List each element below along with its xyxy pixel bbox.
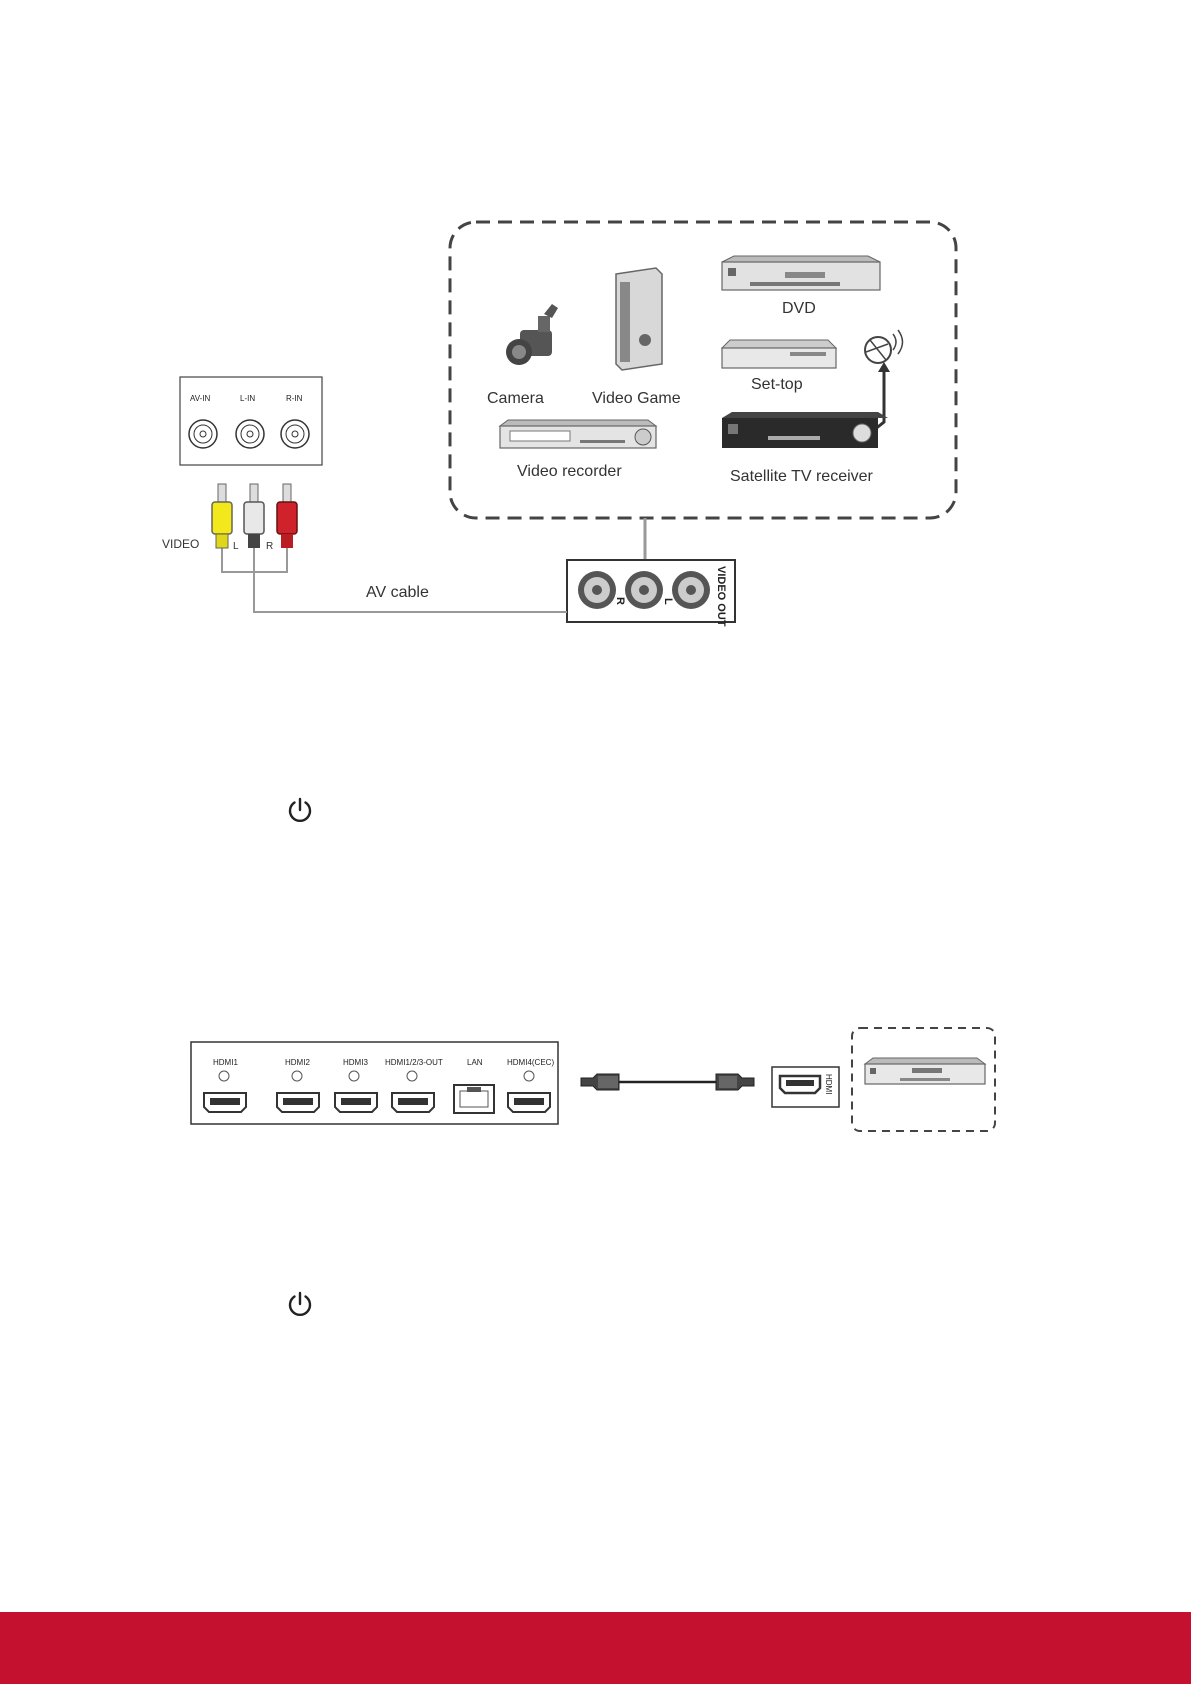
source-hdmi-label: HDMI [824, 1074, 833, 1094]
video-plug [212, 484, 232, 548]
l-in-jack [236, 420, 264, 448]
hdmi4-led [524, 1071, 534, 1081]
footer-bar-fill [0, 1612, 1191, 1684]
video-out-title: VIDEO OUT [715, 566, 727, 627]
video-out-r-label: R [614, 597, 626, 605]
dvd-label: DVD [782, 300, 816, 317]
video-recorder-icon [500, 420, 656, 448]
lan-port [454, 1085, 494, 1113]
source-hdmi-port: HDMI [772, 1067, 839, 1107]
hdmi-connection-diagram: HDMI1 HDMI2 HDMI3 HDMI1/2/3-OUT LAN HDMI… [191, 1028, 995, 1131]
hdmi-out-label: HDMI1/2/3-OUT [385, 1058, 443, 1067]
settop-box-icon [865, 1058, 985, 1084]
satellite-label: Satellite TV receiver [730, 468, 874, 485]
video-out-panel: R L VIDEO OUT [567, 560, 735, 627]
right-plug [277, 484, 297, 548]
hdmi-out-led [407, 1071, 417, 1081]
av-in-jack [189, 420, 217, 448]
hdmi4-label: HDMI4(CEC) [507, 1058, 554, 1067]
av-connection-diagram: Camera Video Game DVD Set-top [162, 222, 956, 627]
video-out-jack-r [578, 571, 616, 609]
l-in-label: L-IN [240, 394, 255, 403]
video-out-jack-video [672, 571, 710, 609]
av-cable-line [254, 548, 567, 612]
video-game-icon [616, 268, 662, 370]
right-plug-label: R [266, 541, 273, 552]
left-plug [244, 484, 264, 548]
hdmi2-label: HDMI2 [285, 1058, 310, 1067]
hdmi2-led [292, 1071, 302, 1081]
settop-label: Set-top [751, 376, 803, 393]
lan-label: LAN [467, 1058, 483, 1067]
power-icon [290, 799, 310, 821]
video-plug-label: VIDEO [162, 537, 199, 551]
av-in-label: AV-IN [190, 394, 211, 403]
r-in-jack [281, 420, 309, 448]
video-game-label: Video Game [592, 390, 681, 407]
hdmi1-led [219, 1071, 229, 1081]
camera-icon [506, 304, 558, 365]
hdmi4-port [508, 1093, 550, 1112]
satellite-receiver-icon [722, 412, 888, 448]
hdmi3-label: HDMI3 [343, 1058, 368, 1067]
hdmi-port-panel [191, 1042, 558, 1124]
av-in-panel: AV-IN L-IN R-IN [180, 377, 322, 465]
r-in-label: R-IN [286, 394, 303, 403]
hdmi3-port [335, 1093, 377, 1112]
hdmi1-port [204, 1093, 246, 1112]
hdmi-cable [581, 1074, 754, 1090]
power-icon [290, 1293, 310, 1315]
left-plug-label: L [233, 541, 239, 552]
av-cable-label: AV cable [366, 584, 429, 601]
settop-box-icon [722, 340, 836, 368]
hdmi-out-port [392, 1093, 434, 1112]
hdmi2-port [277, 1093, 319, 1112]
hdmi3-led [349, 1071, 359, 1081]
camera-label: Camera [487, 390, 544, 407]
video-out-jack-l [625, 571, 663, 609]
video-recorder-label: Video recorder [517, 463, 622, 480]
hdmi1-label: HDMI1 [213, 1058, 238, 1067]
video-out-l-label: L [662, 598, 674, 605]
footer-bar [0, 1612, 1191, 1684]
dvd-player-icon [722, 256, 880, 290]
